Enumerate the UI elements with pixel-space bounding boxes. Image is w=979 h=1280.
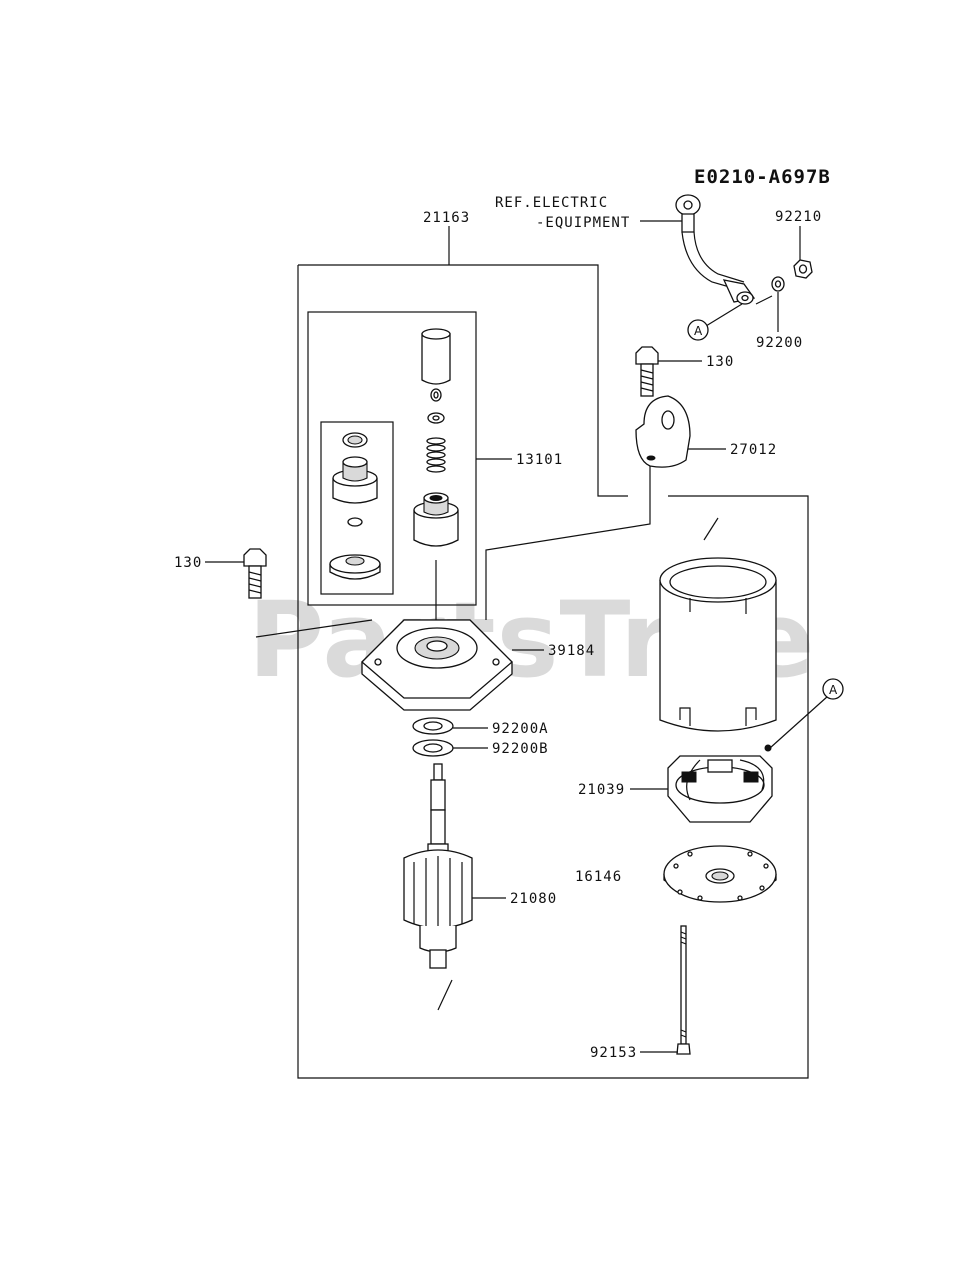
part-label-130-top[interactable]: 130 [706, 354, 734, 370]
washer-92200A[interactable] [412, 717, 454, 735]
bolt-guide-line [255, 619, 373, 638]
drive-pinion-gear[interactable] [413, 492, 459, 547]
bracket-27012[interactable] [635, 395, 691, 468]
pinion-gear-small[interactable] [332, 456, 378, 504]
left-bolt-130[interactable] [243, 548, 267, 599]
callout-a-upper-leader [705, 303, 743, 327]
through-bolt-92153[interactable] [676, 925, 691, 1055]
pinion-subgroup-box [320, 421, 394, 595]
part-label-92200B[interactable]: 92200B [492, 741, 549, 757]
drive-ring-small[interactable] [430, 388, 442, 402]
part-label-39184[interactable]: 39184 [548, 643, 595, 659]
drive-spring[interactable] [426, 437, 446, 473]
diagram-code: E0210-A697B [694, 166, 831, 188]
part-label-13101[interactable]: 13101 [516, 452, 563, 468]
ref-electric-cable[interactable] [675, 194, 756, 305]
part-label-92200A[interactable]: 92200A [492, 721, 549, 737]
assembly-frame-outline [297, 264, 809, 1079]
end-cover-39184[interactable] [361, 619, 513, 711]
part-label-21163[interactable]: 21163 [423, 210, 470, 226]
callout-a-lower-leader [769, 695, 829, 749]
washer-axis-line [755, 295, 773, 305]
callout-a-upper[interactable]: A [687, 319, 709, 341]
yoke-axis-line [703, 517, 719, 541]
svg-text:A: A [694, 324, 703, 338]
brush-holder-21039[interactable] [667, 744, 773, 823]
part-label-130-left[interactable]: 130 [174, 555, 202, 571]
part-label-21080[interactable]: 21080 [510, 891, 557, 907]
part-label-92153[interactable]: 92153 [590, 1045, 637, 1061]
part-label-92210[interactable]: 92210 [775, 209, 822, 225]
armature-21080[interactable] [403, 763, 473, 969]
pinion-ring-middle[interactable] [347, 517, 363, 527]
drive-cap-part[interactable] [421, 328, 451, 385]
pinion-clutch-plate[interactable] [329, 554, 381, 580]
part-label-92200[interactable]: 92200 [756, 335, 803, 351]
yoke-housing[interactable] [659, 557, 777, 732]
svg-text:A: A [829, 683, 838, 697]
callout-a-lower[interactable]: A [822, 678, 844, 700]
nut-92210[interactable] [793, 259, 813, 279]
part-label-16146[interactable]: 16146 [575, 869, 622, 885]
ref-note-line1: REF.ELECTRIC [495, 195, 608, 211]
part-label-21039[interactable]: 21039 [578, 782, 625, 798]
washer-92200B[interactable] [412, 739, 454, 757]
top-bolt-130[interactable] [635, 346, 659, 397]
end-plate-16146[interactable] [663, 845, 777, 903]
pinion-ring-top[interactable] [342, 432, 368, 448]
cover-to-bracket-line [485, 466, 651, 620]
part-label-27012[interactable]: 27012 [730, 442, 777, 458]
ref-note-line2: -EQUIPMENT [536, 215, 630, 231]
washer-92200[interactable] [771, 276, 785, 292]
drive-collar[interactable] [427, 412, 445, 424]
armature-axis-line [437, 979, 453, 1011]
